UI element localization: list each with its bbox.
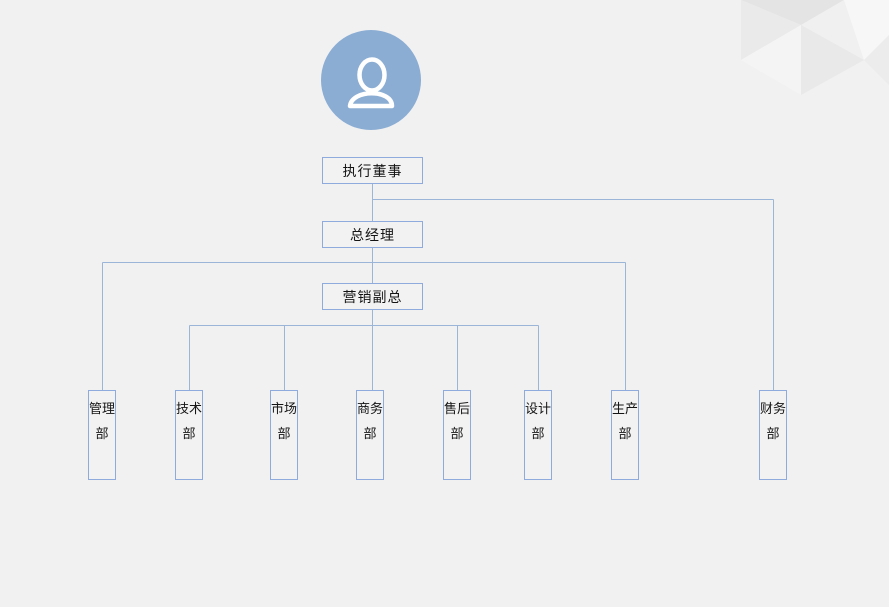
- dept-box-technology[interactable]: 技术部: [175, 390, 203, 480]
- dept-box-business[interactable]: 商务部: [356, 390, 384, 480]
- node-marketing-vp[interactable]: 营销副总: [322, 283, 423, 310]
- node-executive-director[interactable]: 执行董事: [322, 157, 423, 184]
- dept-box-market[interactable]: 市场部: [270, 390, 298, 480]
- person-icon: [321, 30, 421, 130]
- dept-box-production[interactable]: 生产部: [611, 390, 639, 480]
- dept-box-finance[interactable]: 财务部: [759, 390, 787, 480]
- dept-box-after-sales[interactable]: 售后部: [443, 390, 471, 480]
- avatar[interactable]: [321, 30, 421, 130]
- connector-path: [102, 183, 774, 391]
- dept-box-design[interactable]: 设计部: [524, 390, 552, 480]
- node-general-manager[interactable]: 总经理: [322, 221, 423, 248]
- dept-box-management[interactable]: 管理部: [88, 390, 116, 480]
